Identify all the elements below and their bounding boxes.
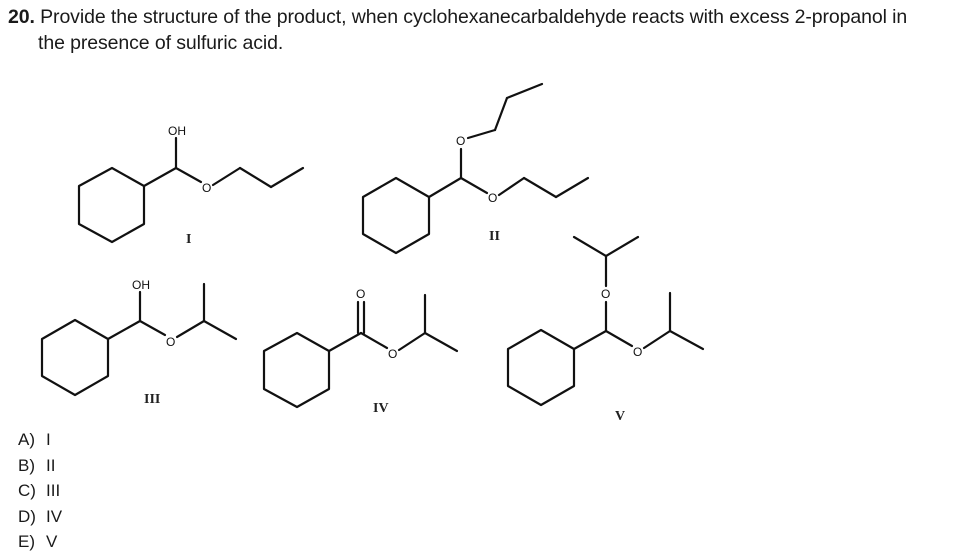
- structure-label-II: II: [489, 229, 500, 244]
- atom-o: O: [601, 287, 610, 301]
- atom-o: O: [202, 181, 211, 195]
- atom-o: O: [456, 134, 465, 148]
- structure-V: O O V: [506, 235, 705, 424]
- structure-label-I: I: [186, 232, 191, 247]
- question-number: 20.: [8, 6, 35, 28]
- choice-d[interactable]: D)IV: [18, 506, 63, 526]
- question-line-2: the presence of sulfuric acid.: [38, 32, 284, 54]
- question-line-1: Provide the structure of the product, wh…: [40, 6, 908, 28]
- structure-III: OH O III: [40, 278, 238, 407]
- atom-oh: OH: [132, 278, 150, 292]
- choice-e[interactable]: E)V: [18, 532, 58, 551]
- structure-I: OH O I: [77, 124, 305, 247]
- structure-II: O O II: [361, 82, 590, 255]
- atom-o: O: [488, 191, 497, 205]
- choice-c[interactable]: C)III: [18, 481, 61, 500]
- structure-label-IV: IV: [373, 401, 389, 416]
- structure-label-III: III: [144, 392, 160, 407]
- atom-o-carbonyl: O: [356, 287, 365, 301]
- choice-a[interactable]: A)I: [18, 430, 51, 449]
- answer-choices: A)I B)II C)III D)IV E)V: [18, 427, 62, 555]
- atom-o: O: [633, 345, 642, 359]
- structure-label-V: V: [615, 409, 625, 424]
- atom-o: O: [166, 335, 175, 349]
- choice-b[interactable]: B)II: [18, 455, 56, 475]
- structure-IV: O O IV: [262, 287, 459, 416]
- question-text: 20. Provide the structure of the product…: [8, 4, 907, 56]
- atom-oh: OH: [168, 124, 186, 138]
- atom-o: O: [388, 347, 397, 361]
